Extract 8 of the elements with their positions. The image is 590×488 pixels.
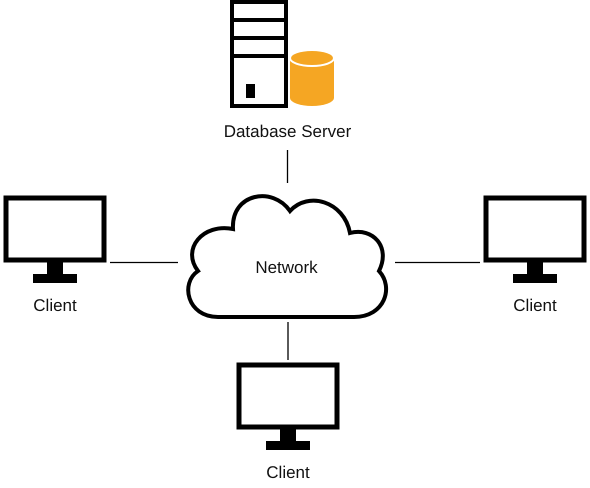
node-label: Network [254,258,319,278]
node-label: Database Server [222,122,352,142]
connector-line [287,322,289,360]
connector-line [395,262,480,264]
node-label: Client [512,296,558,316]
connector-line [110,262,178,264]
node-label: Client [32,296,78,316]
node-label: Client [265,463,311,483]
